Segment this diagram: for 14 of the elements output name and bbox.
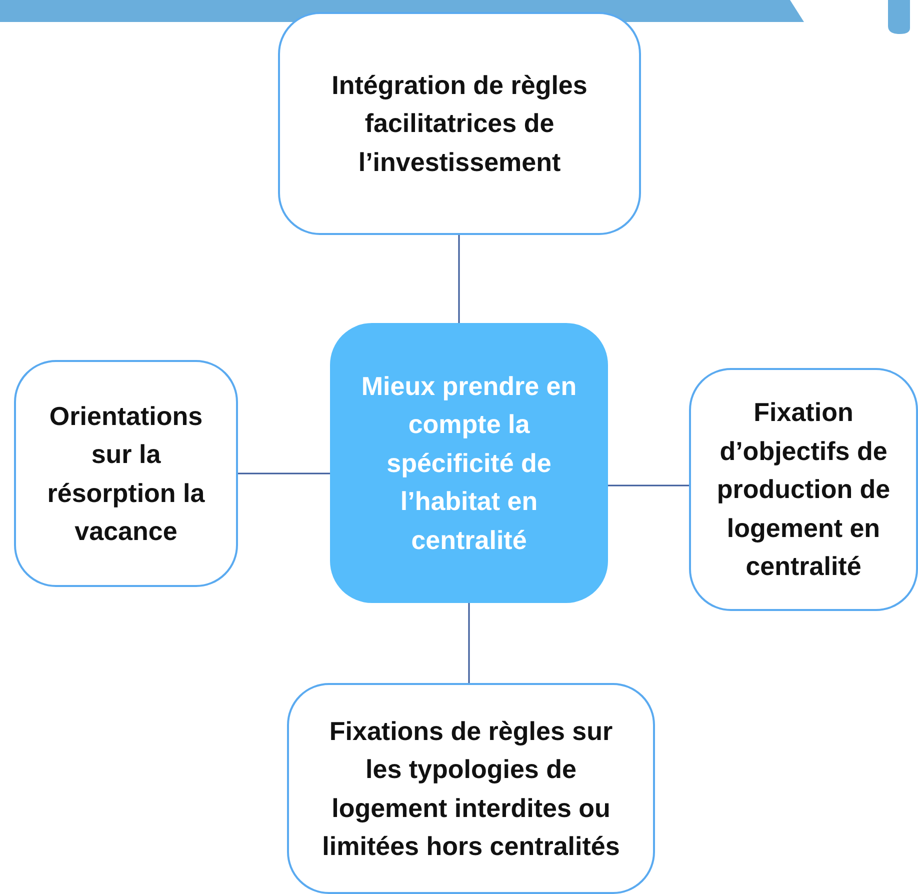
topic-text: Fixation d’objectifs de production de logement en centralité <box>716 396 892 584</box>
central-topic-box <box>330 323 608 603</box>
topic-text: Orientations sur la résorption la vacance <box>46 400 206 548</box>
connector-line <box>608 484 689 486</box>
connector-line <box>468 603 470 683</box>
topic-text: Fixations de règles sur les typologies de logement interdites ou limitées hors centralités <box>321 714 621 863</box>
topic-box <box>278 12 641 235</box>
topic-box <box>14 360 238 587</box>
topic-text: Mieux prendre en compte la spécificité de l’habitat en centralité <box>360 370 578 557</box>
connector-line <box>458 235 460 323</box>
topic-text: Intégration de règles facilitatrices de l’investissement <box>330 68 588 179</box>
connector-line <box>238 472 330 474</box>
topic-box <box>287 683 655 894</box>
topic-box <box>689 368 918 611</box>
